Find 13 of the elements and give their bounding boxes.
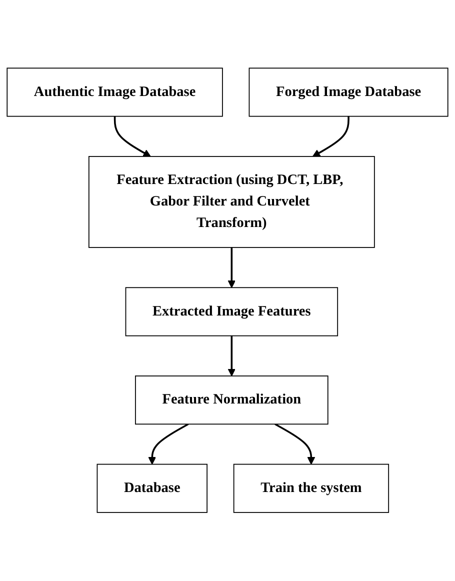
arrow <box>312 116 350 158</box>
node-box: Feature Extraction (using DCT, LBP, Gabor Filter and Curvelet Transform) <box>88 156 375 248</box>
arrow <box>228 248 236 288</box>
node-box: Database <box>96 464 208 514</box>
node-box: Train the system <box>233 464 390 514</box>
node-box: Extracted Image Features <box>125 287 338 336</box>
arrow <box>228 336 236 376</box>
arrow <box>148 424 189 465</box>
arrow <box>114 116 151 158</box>
node-box: Feature Normalization <box>135 376 328 425</box>
arrow <box>274 424 316 465</box>
node-box: Authentic Image Database <box>6 68 223 117</box>
node-box: Forged Image Database <box>248 68 448 117</box>
